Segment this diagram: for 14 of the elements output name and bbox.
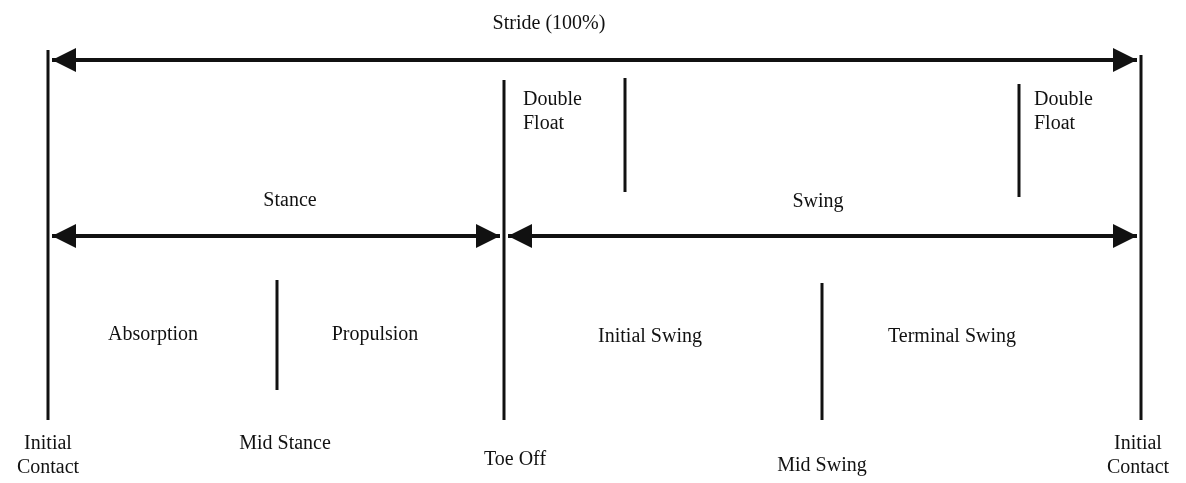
event-label: Mid Swing (776, 452, 868, 476)
phase-label: Swing (791, 188, 845, 212)
phase-label: Terminal Swing (887, 323, 1017, 347)
phase-label: Absorption (107, 321, 199, 345)
event-label: Toe Off (482, 446, 548, 470)
phase-label: Stance (262, 187, 318, 211)
event-label: Mid Stance (238, 430, 332, 454)
span-label: Stride (100%) (491, 10, 607, 34)
phase-label: Double Float (523, 86, 583, 134)
phase-label: Initial Swing (597, 323, 703, 347)
event-label: Initial Contact (1105, 430, 1171, 478)
phase-label: Propulsion (330, 321, 420, 345)
phase-label: Double Float (1034, 86, 1094, 134)
event-label: Initial Contact (15, 430, 81, 478)
